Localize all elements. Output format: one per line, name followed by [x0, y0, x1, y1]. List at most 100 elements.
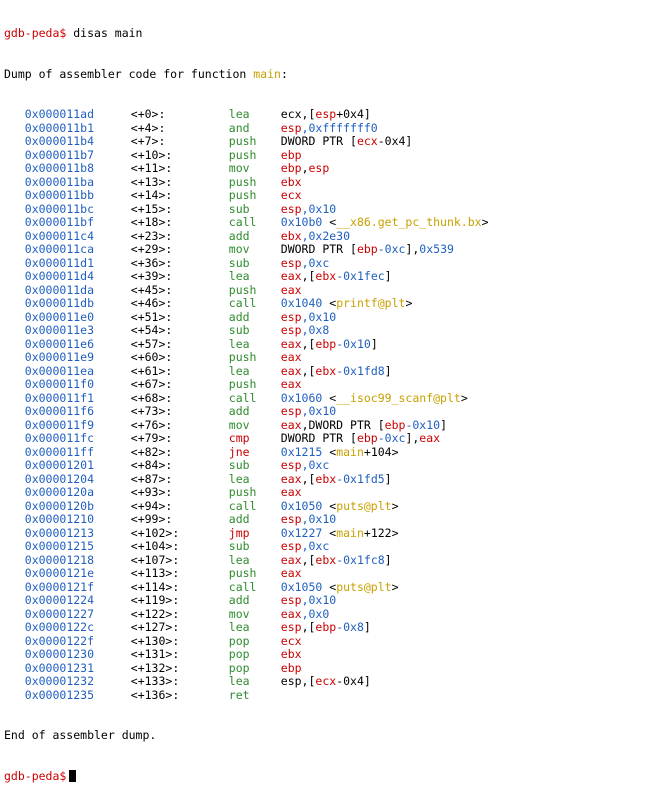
operand-text: ,DWORD PTR [ — [301, 417, 385, 432]
instruction-offset: <+102>: — [130, 525, 180, 540]
instruction-address: 0x000011b8 — [24, 161, 95, 175]
instruction-offset: <+107>: — [130, 552, 180, 567]
register-token: ebx — [280, 647, 302, 661]
register-token: eax — [280, 363, 302, 378]
instruction-operands: eax — [281, 377, 302, 391]
instruction-operands: esp,[ebp-0x8] — [281, 620, 371, 634]
instruction-address: 0x000011da — [24, 282, 95, 297]
instruction-address: 0x000011c4 — [24, 228, 95, 243]
instruction-offset: <+114>: — [130, 579, 180, 594]
instruction-offset: <+68>: — [130, 390, 173, 405]
number-token: ,0xc — [301, 539, 330, 553]
register-token: ecx — [280, 633, 302, 648]
register-token: esp — [280, 404, 302, 418]
number-token: -0x8 — [336, 620, 364, 634]
instruction-address: 0x000011f0 — [24, 377, 95, 391]
instruction-operands: ecx — [281, 634, 302, 648]
instruction-offset: <+99>: — [130, 512, 173, 526]
instruction-address: 0x0000122f — [24, 633, 95, 648]
instruction-address: 0x000011f9 — [24, 417, 95, 432]
instruction-operands: eax,0x0 — [281, 607, 329, 621]
register-token: eax — [280, 269, 302, 283]
instruction-mnemonic: sub — [228, 539, 250, 553]
register-token: ebx — [315, 363, 337, 378]
instruction-mnemonic: lea — [228, 471, 250, 486]
instruction-address: 0x00001230 — [24, 647, 95, 661]
operand-text: < — [322, 498, 337, 513]
instruction-mnemonic: push — [228, 566, 257, 580]
operand-text: ] — [363, 620, 371, 634]
register-token: eax — [280, 282, 302, 297]
instruction-offset: <+51>: — [130, 309, 173, 324]
instruction-operands: ecx,[esp+0x4] — [281, 107, 371, 121]
instruction-address: 0x000011fc — [24, 431, 95, 445]
number-token: 0x539 — [419, 242, 454, 256]
register-token: eax — [280, 606, 302, 621]
operand-text: > — [391, 579, 399, 594]
operand-text: > — [391, 498, 399, 513]
instruction-mnemonic: jmp — [228, 525, 250, 540]
number-token: ,0xc — [301, 458, 330, 472]
instruction-operands: esp,[ecx-0x4] — [281, 674, 371, 688]
input-line[interactable]: gdb-peda$ — [4, 769, 645, 784]
operand-text: DWORD PTR [ — [280, 134, 357, 148]
instruction-address: 0x00001224 — [24, 593, 95, 607]
number-token: ,0xfffffff0 — [301, 120, 378, 135]
number-token: -0x10 — [405, 417, 441, 432]
register-token: esp — [315, 107, 337, 121]
instruction-mnemonic: call — [228, 390, 257, 405]
register-token: esp — [280, 593, 302, 607]
operand-text: < — [322, 525, 337, 540]
instruction-mnemonic: add — [228, 404, 250, 418]
instruction-mnemonic: mov — [228, 161, 250, 175]
register-token: esp — [280, 539, 302, 553]
operand-text: ,[ — [301, 336, 316, 351]
operand-text: > — [481, 215, 489, 229]
instruction-mnemonic: push — [228, 174, 257, 189]
instruction-mnemonic: call — [228, 296, 257, 310]
instruction-mnemonic: push — [228, 188, 257, 202]
instruction-operands: esp,0x8 — [281, 323, 329, 337]
instruction-row: 0x000011fc <+79>: cmp DWORD PTR [ebp-0xc],e… — [4, 431, 645, 446]
register-token: eax — [280, 485, 302, 499]
dump-header-suffix: : — [280, 66, 288, 81]
register-token: ebp — [384, 417, 406, 432]
symbol-token: puts@plt — [336, 579, 392, 594]
number-token: 0x1050 — [280, 579, 323, 594]
instruction-offset: <+0>: — [130, 107, 166, 121]
operand-text: ] — [384, 552, 392, 567]
command-text: disas main — [73, 26, 143, 40]
instruction-address: 0x00001201 — [24, 458, 95, 472]
number-token: -0x1fd5 — [336, 471, 385, 486]
symbol-token: main — [336, 525, 364, 540]
instruction-operands: eax — [281, 350, 302, 364]
operand-text: DWORD PTR [ — [280, 431, 357, 445]
instruction-operands: DWORD PTR [ebp-0xc],eax — [281, 431, 440, 445]
instruction-address: 0x000011bc — [24, 201, 95, 216]
register-token: eax — [419, 431, 441, 445]
operand-text: -0x4] — [377, 134, 413, 148]
register-token: ebp — [315, 620, 337, 634]
operand-text: ] — [384, 269, 392, 283]
operand-text: < — [322, 579, 337, 594]
instruction-operands: ebp — [281, 661, 302, 675]
instruction-operands: 0x10b0 <__x86.get_pc_thunk.bx> — [281, 215, 489, 229]
instruction-offset: <+79>: — [130, 431, 173, 445]
instruction-address: 0x000011ca — [24, 242, 95, 256]
instruction-mnemonic: cmp — [228, 431, 250, 445]
instruction-mnemonic: lea — [228, 107, 250, 121]
instruction-operands: esp,0xc — [281, 539, 329, 553]
instruction-address: 0x00001210 — [24, 512, 95, 526]
